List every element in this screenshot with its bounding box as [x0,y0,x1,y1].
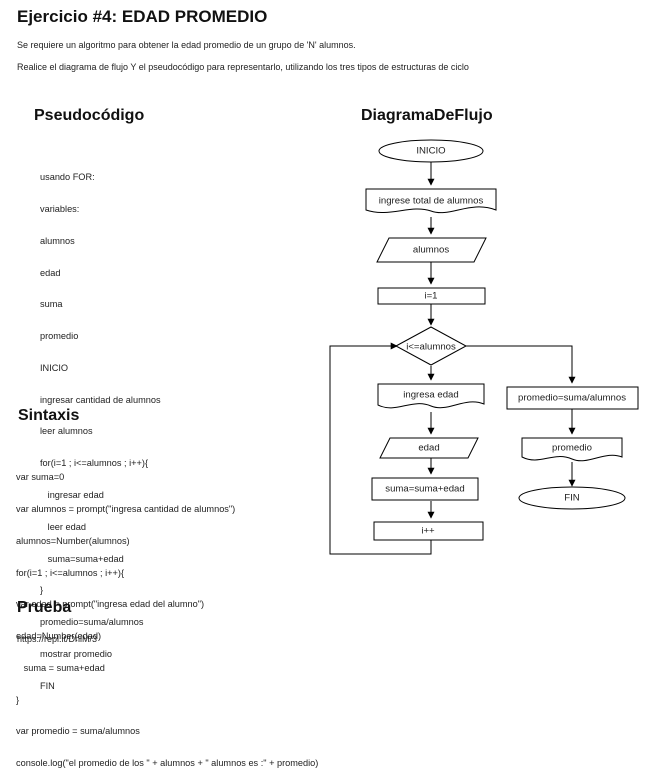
node-condition-label: i<=alumnos [406,342,456,353]
syntax-line: for(i=1 ; i<=alumnos ; i++){ [16,567,125,578]
syntax-line: var alumnos = prompt("ingresa cantidad d… [16,503,236,514]
input-document-shape [365,188,497,214]
syntax-line: var suma=0 [16,472,65,483]
pseudocode-heading: Pseudocódigo [34,107,145,124]
flowchart: INICIO ingrese total de alumnos alumnos … [329,139,639,555]
test-link[interactable]: https://repl.it/DhiM/3 [17,634,98,644]
syntax-line: } [16,694,20,705]
process-box [377,287,486,305]
node-incremento-label: i++ [421,526,435,537]
output-document-shape [521,437,623,462]
pseudocode-line: suma [40,299,63,310]
syntax-line: edad=Number(edad) [16,631,102,642]
process-box [371,477,479,501]
pseudocode-line: alumnos [40,235,75,246]
pseudocode-line: } [40,585,44,596]
node-ingrese-total-label: ingrese total de alumnos [379,196,484,207]
syntax-line: var promedio = suma/alumnos [16,726,140,737]
decision-diamond [394,326,468,366]
pseudocode-line: INICIO [40,362,69,373]
node-edad-label: edad [418,443,439,454]
test-heading: Prueba [17,599,72,616]
syntax-heading: Sintaxis [18,407,80,424]
pseudocode-line: edad [40,267,61,278]
pseudocode-line: for(i=1 ; i<=alumnos ; i++){ [40,458,149,469]
node-promedio-out-label: promedio [552,443,592,454]
node-alumnos-label: alumnos [413,245,449,256]
process-box [506,386,639,410]
pseudocode-line: usando FOR: [40,172,95,183]
pseudocode-line: promedio [40,331,79,342]
syntax-line: alumnos=Number(alumnos) [16,535,130,546]
pseudocode-line: leer edad [40,521,86,532]
pseudocode-line: ingresar cantidad de alumnos [40,394,161,405]
input-document-shape [377,383,485,409]
end-terminal [518,486,626,510]
description-paragraph-1: Se requiere un algoritmo para obtener la… [17,40,356,50]
node-fin-label: FIN [564,493,580,504]
syntax-line: console.log("el promedio de los " + alum… [16,758,319,769]
process-box [373,521,484,541]
data-parallelogram [376,237,487,263]
page-title: Ejercicio #4: EDAD PROMEDIO [17,7,268,26]
pseudocode-line: suma=suma+edad [40,553,124,564]
data-parallelogram [379,437,479,459]
pseudocode-line: variables: [40,203,80,214]
node-inicio-label: INICIO [416,146,445,157]
pseudocode-line: promedio=suma/alumnos [40,617,144,628]
description-paragraph-2: Realice el diagrama de flujo Y el pseudo… [17,62,469,72]
pseudocode-line: mostrar promedio [40,648,112,659]
flowchart-heading: DiagramaDeFlujo [361,107,493,124]
node-i-init-label: i=1 [424,291,437,302]
node-suma-label: suma=suma+edad [385,484,464,495]
syntax-line: var edad = prompt("ingresa edad del alum… [16,599,205,610]
pseudocode-line: leer alumnos [40,426,93,437]
pseudocode-line: ingresar edad [40,490,104,500]
start-terminal [378,139,484,163]
node-promedio-calc-label: promedio=suma/alumnos [518,393,626,404]
node-ingresa-edad-label: ingresa edad [403,390,458,401]
